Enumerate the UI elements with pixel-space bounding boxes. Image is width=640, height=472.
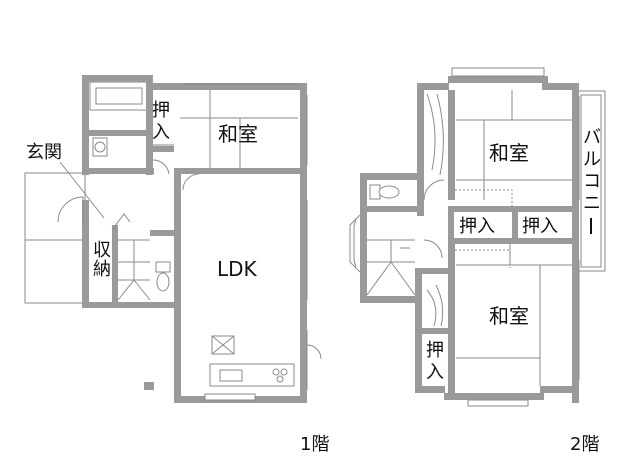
washitsu-2f-top-label: 和室 (489, 141, 529, 165)
second-floor-plan: 和室 和室 押入 押入 押 入 バ ル コ ニ 2階 (349, 67, 606, 455)
sink (92, 137, 108, 157)
balcony-label-1: バ (583, 127, 601, 148)
shuno-label-2: 納 (93, 259, 111, 280)
porch-outline (24, 172, 86, 304)
bathtub (89, 81, 149, 111)
toilet-2f (378, 185, 400, 199)
kitchen-counter (209, 363, 295, 387)
stairs-1f (117, 239, 151, 301)
toilet-bowl (156, 272, 170, 292)
balcony-long-vowel-mark (590, 218, 592, 234)
first-floor-plan: 和室 押 入 玄関 LDK 収 納 1階 (24, 75, 329, 455)
genkan-leader (59, 161, 105, 219)
washitsu-1f-label: 和室 (218, 122, 258, 146)
shuno-label-1: 収 (93, 240, 111, 261)
floor-2-label: 2階 (570, 434, 599, 455)
washitsu-2f-bottom-label: 和室 (489, 304, 529, 328)
balcony-label-4: ニ (583, 193, 601, 214)
genkan-label: 玄関 (26, 142, 62, 163)
oshiire-2f-right-label: 押入 (522, 216, 558, 237)
stairs-2f (366, 239, 416, 296)
oshiire-1f-label-2: 入 (152, 122, 170, 143)
oshiire-2f-vertical-label-1: 押 (426, 340, 444, 361)
balcony-label-3: コ (583, 171, 601, 192)
bay-window (349, 214, 361, 273)
floor-1-label: 1階 (300, 434, 329, 455)
oshiire-2f-left-label: 押入 (459, 216, 495, 237)
oshiire-1f-label-1: 押 (152, 100, 170, 121)
toilet-tank (155, 261, 171, 273)
entrance-door (57, 196, 84, 223)
oshiire-2f-vertical-label-2: 入 (426, 362, 444, 383)
balcony-label-2: ル (583, 149, 601, 170)
ldk-label: LDK (217, 257, 258, 281)
